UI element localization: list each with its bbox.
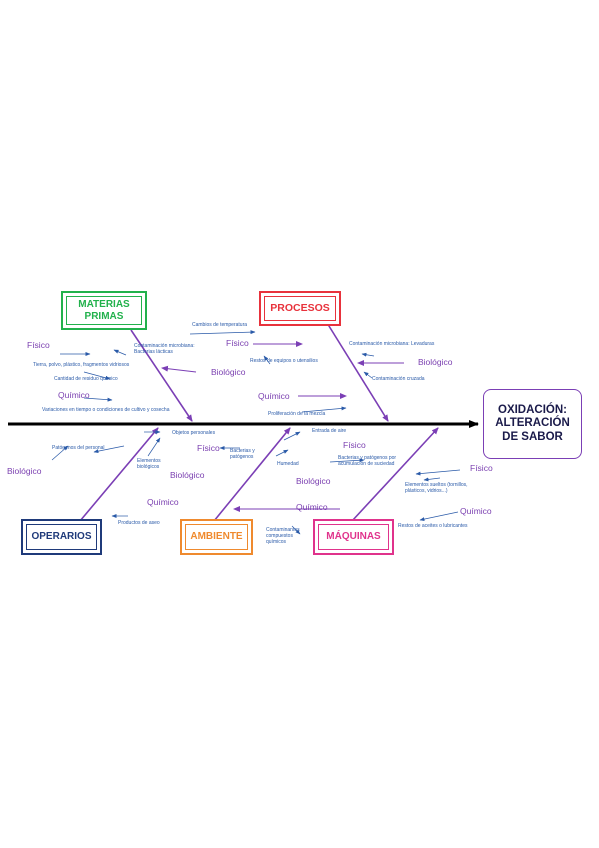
cause-text: Contaminación microbiana: Bacterias láct… — [134, 343, 195, 355]
category-label-ambiente: AMBIENTE — [190, 531, 243, 543]
sub-label-quimico: Químico — [460, 506, 492, 516]
sub-label-quimico: Químico — [296, 502, 328, 512]
sub-label-quimico: Químico — [147, 497, 179, 507]
category-box-operarios: OPERARIOS — [21, 519, 102, 555]
cause-text: Elementos biológicos — [137, 458, 161, 470]
category-box-ambiente: AMBIENTE — [180, 519, 253, 555]
cause-text: Restos de equipos o utensilios — [250, 358, 318, 364]
sub-label-fisico: Físico — [470, 463, 493, 473]
category-box-procesos: PROCESOS — [259, 291, 341, 326]
bone-materias-primas — [130, 329, 193, 422]
cause-text: Humedad — [277, 461, 299, 467]
sub-label-fisico: Físico — [343, 440, 366, 450]
sub-label-biologico: Biológico — [418, 357, 453, 367]
effect-box: OXIDACIÓN: ALTERACIÓN DE SABOR — [483, 389, 582, 459]
cause-text: Contaminación microbiana: Levaduras — [349, 341, 435, 347]
cause-text: Bacterias y patógenos — [230, 448, 255, 460]
sub-label-quimico: Químico — [258, 391, 290, 401]
category-box-maquinas: MÁQUINAS — [313, 519, 394, 555]
cause-text: Tierra, polvo, plástico, fragmentos vidr… — [33, 362, 130, 368]
category-box-materias-primas: MATERIAS PRIMAS — [61, 291, 147, 330]
cause-text: Cantidad de residuo químico — [54, 376, 118, 382]
effect-label: OXIDACIÓN: ALTERACIÓN DE SABOR — [495, 404, 570, 443]
cause-text: Objetos personales — [172, 430, 216, 436]
bone-procesos — [323, 317, 389, 422]
cause-text: Cambios de temperatura — [192, 322, 248, 328]
bone-maquinas — [351, 427, 439, 522]
cause-text: Variaciones en tiempo o condiciones de c… — [42, 407, 170, 413]
bone-operarios — [79, 427, 159, 522]
sub-label-quimico: Químico — [58, 390, 90, 400]
sub-label-biologico: Biológico — [170, 470, 205, 480]
sub-label-biologico: Biológico — [7, 466, 42, 476]
cause-text: Productos de aseo — [118, 520, 160, 526]
cause-text: Restos de aceites o lubricantes — [398, 523, 468, 529]
cause-text: Patógenos del personal — [52, 445, 105, 451]
cause-text: Entrada de aire — [312, 428, 347, 434]
sub-label-fisico: Físico — [226, 338, 249, 348]
cause-text: Elementos sueltos (tornillos, plásticos,… — [405, 482, 468, 494]
sub-label-biologico: Biológico — [296, 476, 331, 486]
bone-ambiente — [213, 427, 291, 522]
cause-text: Contaminantes compuestos químicos — [266, 527, 300, 545]
cause-text: Proliferación de la mezcla — [268, 411, 326, 417]
sub-label-biologico: Biológico — [211, 367, 246, 377]
category-label-operarios: OPERARIOS — [31, 531, 92, 543]
cause-text: Contaminación cruzada — [372, 376, 425, 382]
sub-label-fisico: Físico — [197, 443, 220, 453]
sub-label-fisico: Físico — [27, 340, 50, 350]
category-label-materias-primas: MATERIAS PRIMAS — [78, 299, 130, 322]
cause-text: Bacterias y patógenos por acumulación de… — [338, 455, 397, 467]
category-label-maquinas: MÁQUINAS — [326, 531, 381, 543]
category-label-procesos: PROCESOS — [270, 302, 330, 315]
